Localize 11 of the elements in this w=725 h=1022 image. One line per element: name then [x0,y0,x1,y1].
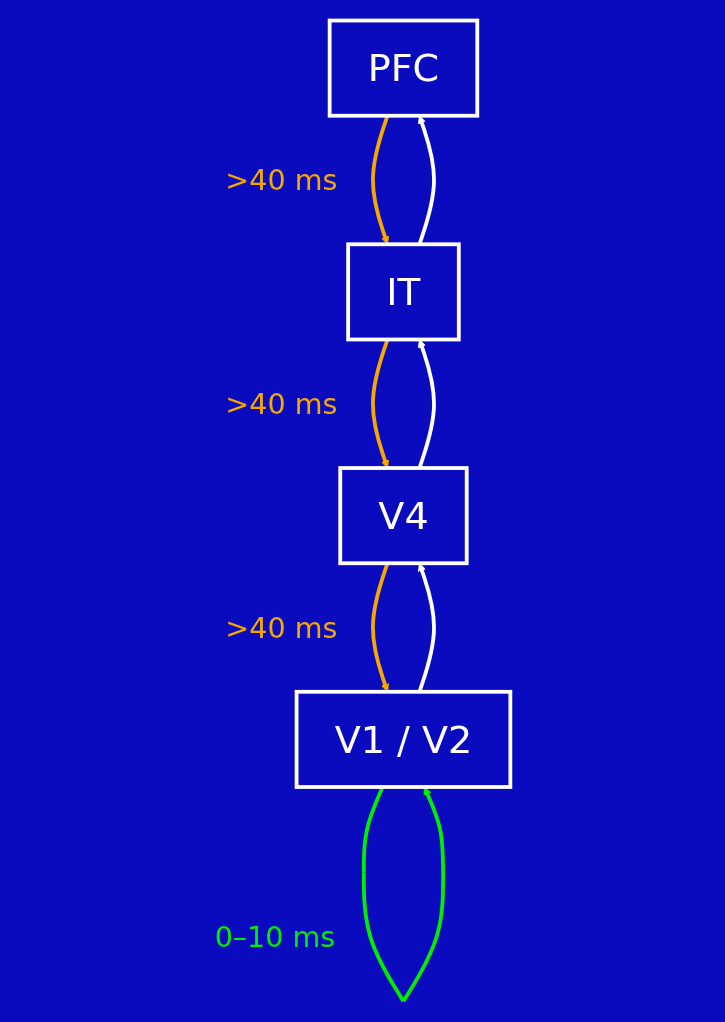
arrow [371,115,390,245]
node-box: IT [346,242,461,342]
edge-label: 0–10 ms [214,920,336,954]
edge-label: >40 ms [225,387,338,421]
arrow [417,115,436,245]
arrow [417,339,436,469]
edge-label: >40 ms [225,163,338,197]
node-box: V4 [338,466,469,566]
edge-label: >40 ms [225,610,338,645]
node-box: V1 / V2 [294,689,513,789]
node-box: PFC [327,18,480,118]
